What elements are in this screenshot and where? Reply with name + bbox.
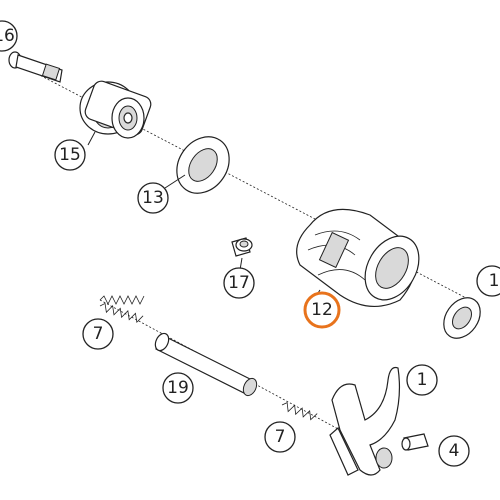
callout-16: 16 (0, 20, 18, 52)
part-11-washer (443, 297, 481, 339)
part-7-spring-bottom (281, 402, 318, 421)
part-12-shift-drum (296, 208, 420, 308)
part-19-rod (154, 332, 258, 397)
part-15-cam (79, 80, 152, 139)
svg-text:4: 4 (449, 441, 460, 461)
svg-text:12: 12 (311, 300, 333, 320)
svg-text:13: 13 (142, 188, 164, 208)
part-7-spring-top (99, 295, 145, 324)
part-4-pin (401, 433, 429, 451)
callout-1: 1 (406, 364, 438, 396)
callout-15: 15 (54, 139, 86, 171)
callout-19: 19 (162, 372, 194, 404)
svg-text:1: 1 (489, 271, 500, 291)
part-1-shift-fork (329, 366, 401, 476)
callout-11: 1 (476, 265, 500, 297)
callout-12[interactable]: 12 (303, 291, 341, 329)
svg-text:7: 7 (93, 324, 104, 344)
leader-13 (164, 174, 186, 189)
part-13-washer (176, 136, 230, 194)
callout-13: 13 (137, 182, 169, 214)
svg-text:7: 7 (275, 427, 286, 447)
svg-text:1: 1 (417, 370, 428, 390)
callout-17: 17 (223, 267, 255, 299)
svg-text:16: 16 (0, 26, 15, 46)
part-16-bolt (8, 51, 63, 83)
svg-text:15: 15 (59, 145, 81, 165)
callout-7-bottom: 7 (264, 421, 296, 453)
leader-15 (87, 131, 96, 146)
svg-text:17: 17 (228, 273, 250, 293)
callout-7-top: 7 (82, 318, 114, 350)
svg-text:19: 19 (167, 378, 189, 398)
callout-4: 4 (438, 435, 470, 467)
part-17-screw (231, 237, 253, 257)
